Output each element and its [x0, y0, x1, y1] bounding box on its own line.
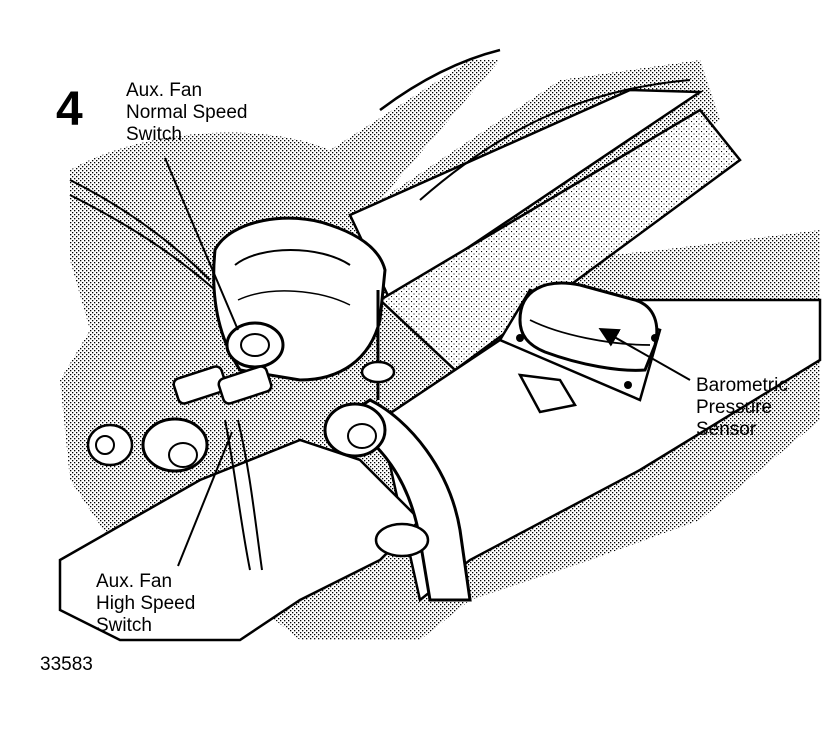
leader-high-speed [177, 431, 233, 567]
lower-rail [377, 108, 742, 372]
high-speed-switch-label: Aux. Fan High Speed Switch [96, 571, 195, 637]
foreground-frame [58, 438, 422, 642]
normal-speed-switch-body [225, 321, 285, 369]
leader-barometric [598, 328, 691, 381]
normal-speed-label-line-3: Switch [126, 124, 182, 145]
upper-hose-1 [379, 48, 501, 112]
barometric-label-line-3: Sensor [696, 419, 757, 440]
harness-wire-2 [237, 419, 263, 571]
sensor-connector [517, 373, 577, 414]
figure-number: 33583 [40, 654, 93, 675]
barometric-label-line-1: Barometric [696, 375, 788, 396]
normal-speed-label-line-2: Normal Speed [126, 102, 248, 123]
high-speed-label-line-1: Aux. Fan [96, 571, 173, 592]
normal-speed-switch-label: Aux. Fan Normal Speed Switch [126, 80, 247, 146]
bolt-head [86, 423, 134, 467]
high-speed-label-line-3: Switch [96, 615, 152, 636]
step-number: 4 [56, 83, 83, 136]
left-wire [69, 179, 211, 281]
hose-clamp [374, 522, 430, 558]
barometric-sensor-label: Barometric Pressure Sensor [696, 375, 788, 441]
barometric-label-line-2: Pressure [696, 397, 773, 418]
hose-fitting [323, 402, 387, 458]
switch-connector-2 [217, 365, 273, 405]
harness-wire-1 [224, 419, 251, 571]
coolant-hose [337, 398, 472, 602]
upper-hose-2 [419, 79, 691, 201]
normal-speed-label-line-1: Aux. Fan [126, 80, 203, 101]
leader-normal-speed [164, 157, 239, 331]
high-speed-label-line-2: High Speed [96, 593, 196, 614]
left-wire-2 [69, 194, 216, 291]
